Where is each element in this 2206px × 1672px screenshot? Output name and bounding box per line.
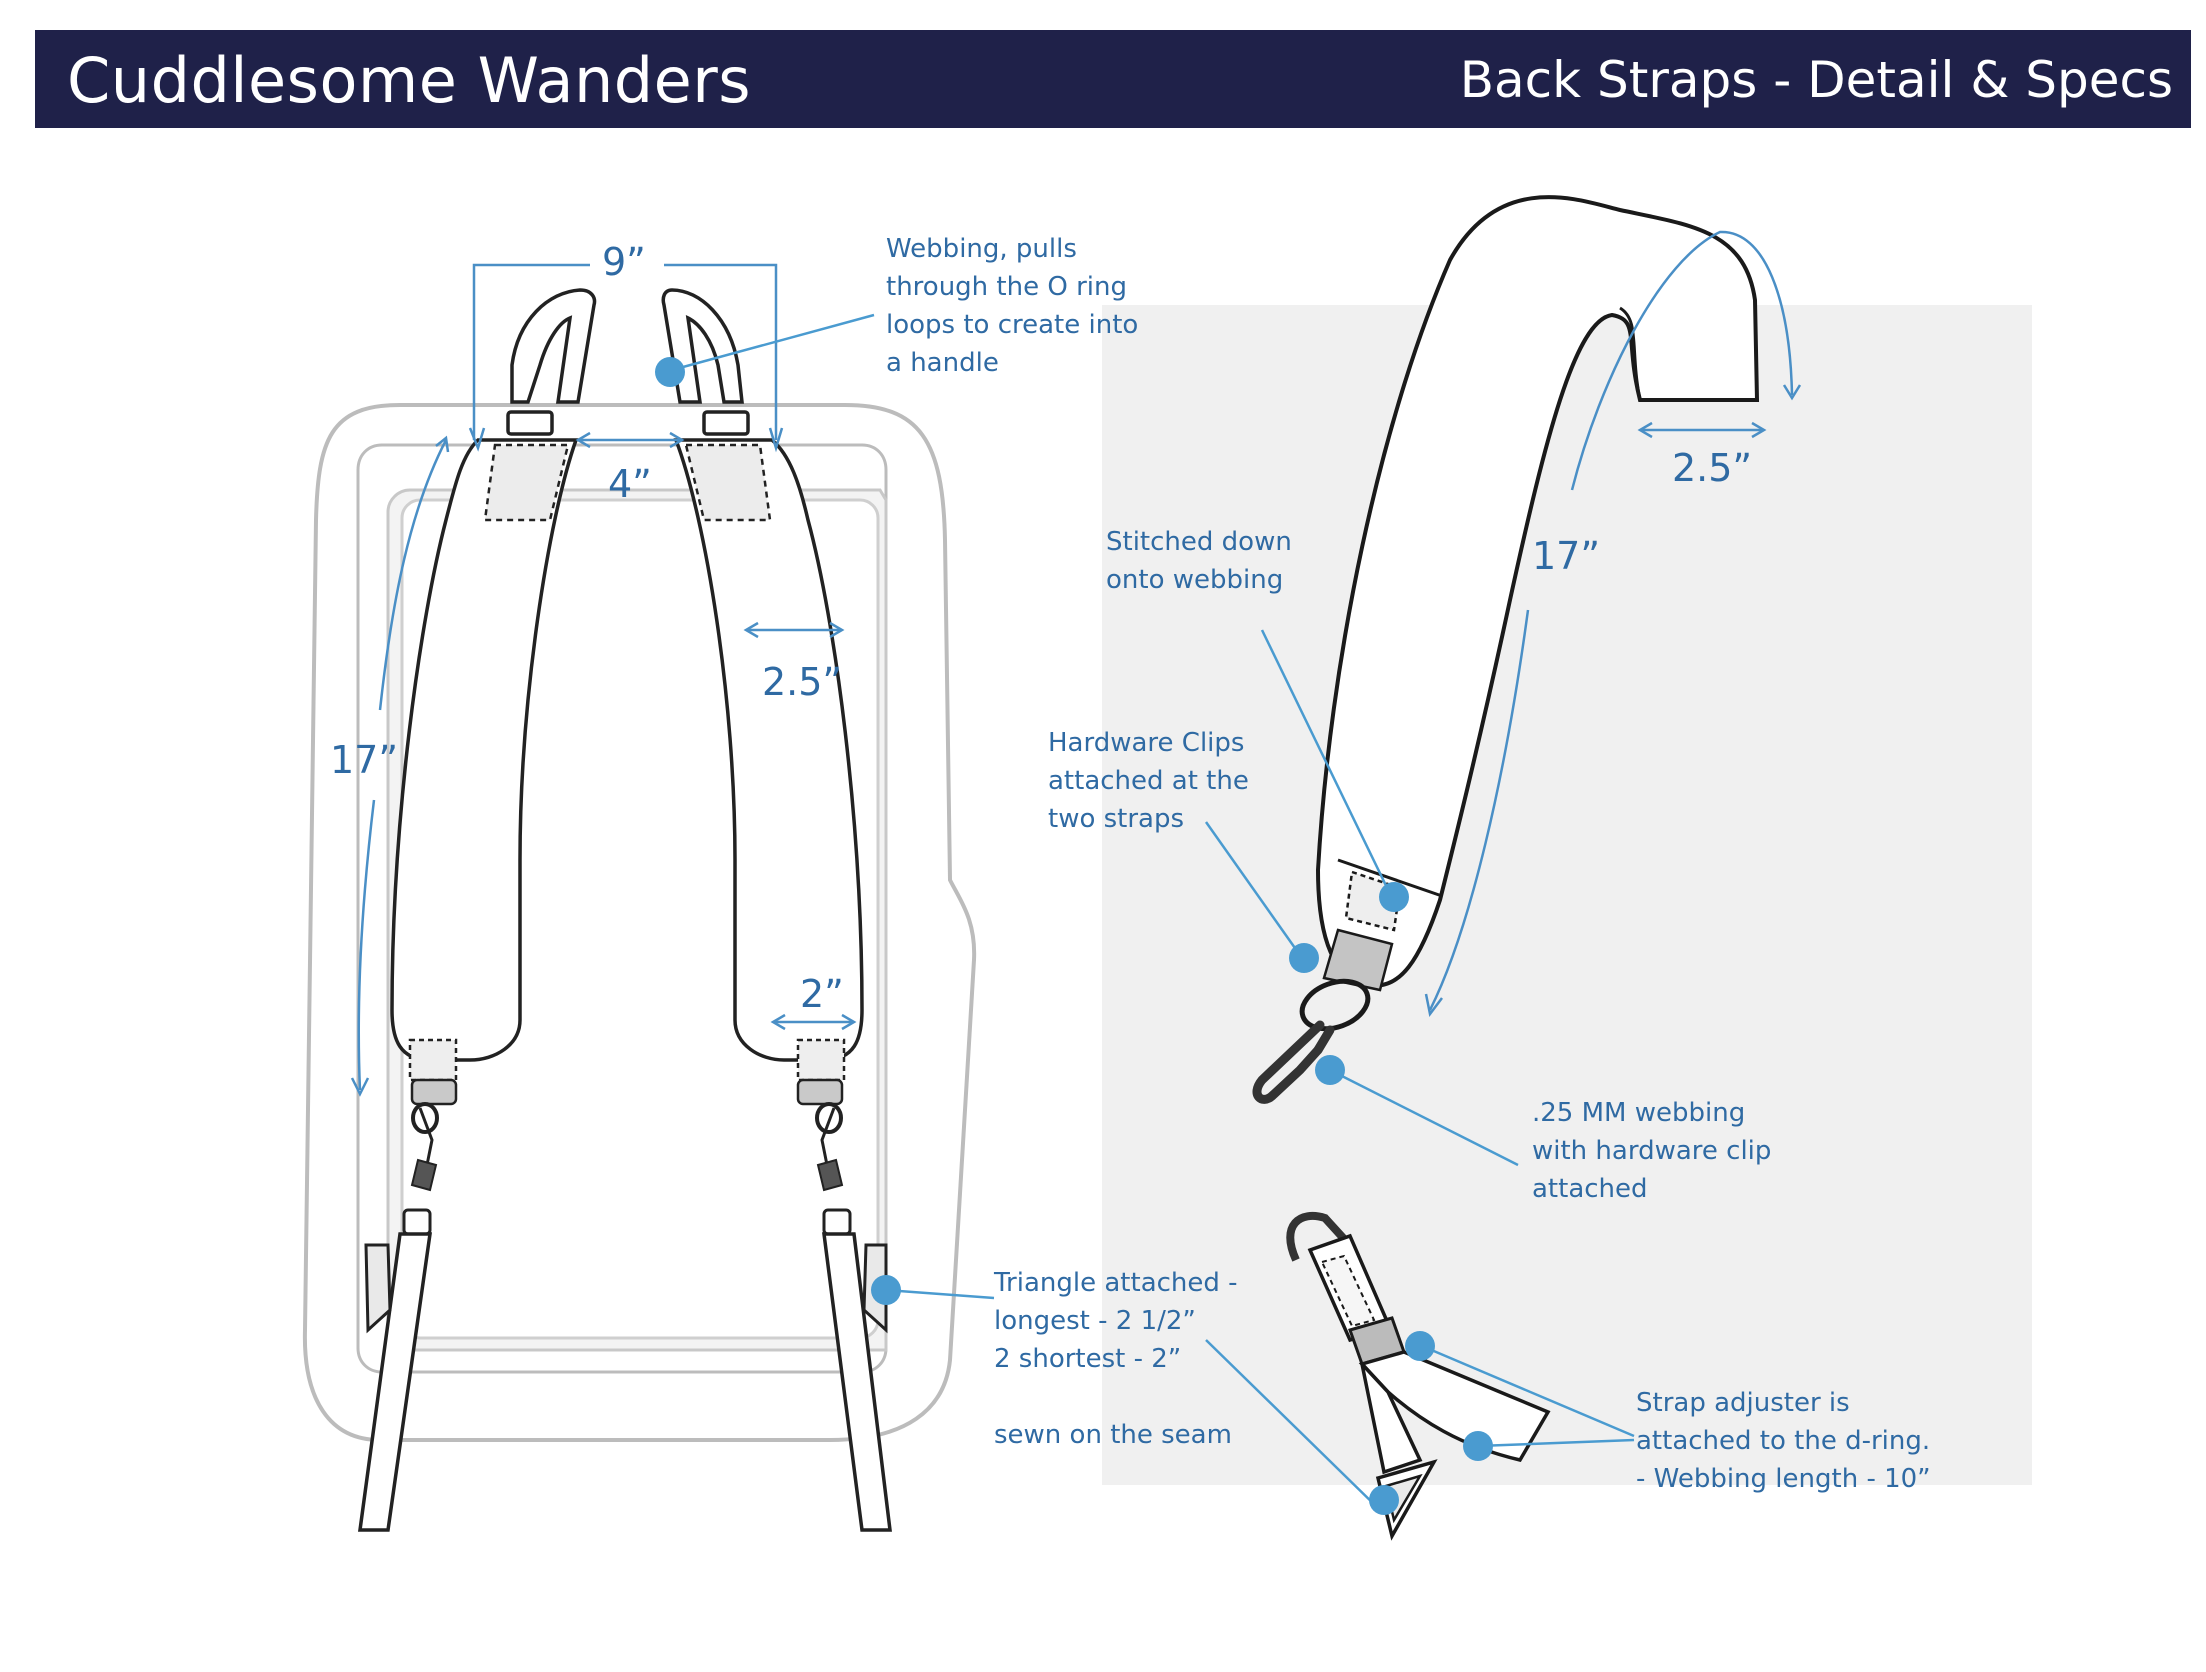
dim-strap-length-back: 17” (330, 738, 399, 782)
annotation-webbing-clip: .25 MM webbing with hardware clip attach… (1532, 1098, 1772, 1204)
callout-dot-clip (1289, 943, 1319, 973)
side-view-dimension-lines (1424, 230, 1802, 1017)
dim-handle-span: 9” (602, 240, 646, 284)
annotation-stitched-down: Stitched down onto webbing (1106, 527, 1292, 595)
dim-strap-length-side: 17” (1532, 534, 1601, 578)
side-strap (1252, 195, 1760, 1104)
left-shoulder-strap (357, 288, 597, 1532)
callout-dot-adjuster (1405, 1331, 1435, 1361)
callout-dot-triangle (871, 1275, 901, 1305)
dim-strap-width-side: 2.5” (1672, 446, 1753, 490)
callout-leaders (671, 313, 1635, 1513)
dim-strap-gap: 4” (608, 462, 652, 506)
callout-dot-triangle-side (1369, 1485, 1399, 1515)
callout-dot-adjuster-webbing (1463, 1431, 1493, 1461)
callout-dots (655, 357, 1493, 1515)
annotation-strap-adjuster: Strap adjuster is attached to the d-ring… (1636, 1388, 1931, 1494)
callout-dot-webbing-clip (1315, 1055, 1345, 1085)
annotation-triangle: Triangle attached - longest - 2 1/2” 2 s… (994, 1268, 1238, 1450)
brand-name: Cuddlesome Wanders (67, 44, 752, 117)
detail-panel (1102, 305, 2032, 1485)
header-bar: Cuddlesome Wanders Back Straps - Detail … (35, 30, 2191, 128)
dim-strap-width-bottom: 2” (800, 972, 844, 1016)
dim-strap-width-top: 2.5” (762, 660, 843, 704)
callout-dot-stitched (1379, 882, 1409, 912)
annotation-webbing-handle: Webbing, pulls through the O ring loops … (886, 234, 1139, 378)
callout-dot-webbing (655, 357, 685, 387)
page-title: Back Straps - Detail & Specs (1459, 51, 2173, 109)
back-view-dimension-lines (350, 263, 857, 1097)
annotation-hardware-clips: Hardware Clips attached at the two strap… (1048, 728, 1249, 834)
